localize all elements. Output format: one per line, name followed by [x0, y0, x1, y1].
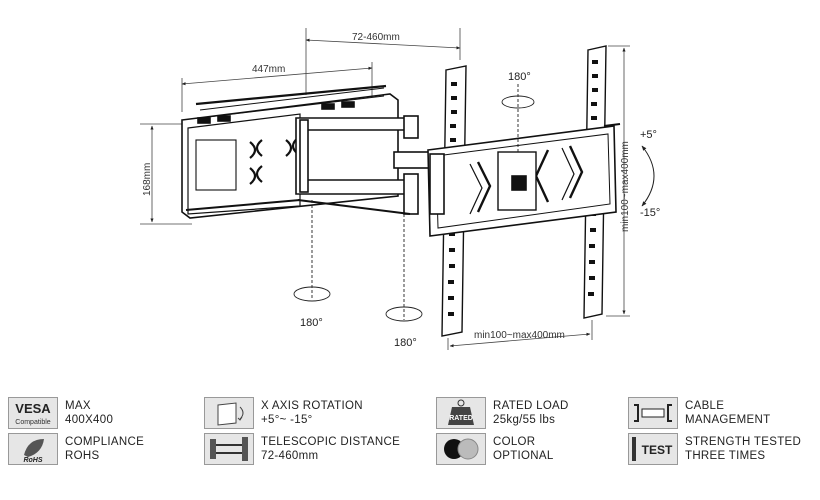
top-swivel-indicator [501, 84, 535, 152]
feature-telescopic-line1: TELESCOPIC DISTANCE [261, 436, 401, 448]
bracket-plate [427, 123, 621, 237]
tilt-down-label: -15° [640, 207, 660, 219]
rotation-icon [204, 397, 254, 429]
color-icon [436, 433, 486, 465]
feature-test: TEST STRENGTH TESTED THREE TIMES [628, 432, 801, 466]
wall-swivel-indicator [293, 200, 331, 302]
feature-test-line1: STRENGTH TESTED [685, 436, 802, 448]
feature-vesa: VESA Compatible MAX 400X400 [8, 396, 113, 430]
feature-rated-load-line2: 25kg/55 lbs [493, 414, 556, 426]
tilt-up-label: +5° [640, 129, 657, 141]
feature-test-line2: THREE TIMES [685, 450, 766, 462]
arm-swivel-label: 180° [394, 337, 417, 349]
feature-cable-management: CABLE MANAGEMENT [628, 396, 770, 430]
rated-load-icon: RATED [436, 397, 486, 429]
feature-cable-line1: CABLE [685, 400, 725, 412]
dimension-vesa-vertical-label: min100~max400mm [620, 141, 631, 232]
feature-color-line2: OPTIONAL [493, 450, 554, 462]
feature-color: COLOR OPTIONAL [436, 432, 554, 466]
dimension-vesa-vertical [606, 45, 630, 317]
feature-rohs-line1: COMPLIANCE [65, 436, 145, 448]
feature-cable-line2: MANAGEMENT [685, 414, 771, 426]
test-icon-title: TEST [642, 443, 673, 457]
rohs-icon: RoHS [8, 433, 58, 465]
cable-management-icon [628, 397, 678, 429]
wall-plate [181, 84, 399, 219]
feature-rohs-line2: ROHS [65, 450, 100, 462]
dimension-height-label: 168mm [142, 163, 153, 196]
telescopic-icon [204, 433, 254, 465]
feature-vesa-line2: 400X400 [65, 414, 114, 426]
dimension-telescopic-label: 72-460mm [352, 32, 400, 43]
feature-rotation-line1: X AXIS ROTATION [261, 400, 363, 412]
dimension-vesa-horizontal [447, 320, 593, 350]
mount-diagram: 72-460mm 447mm 168mm [140, 28, 660, 350]
feature-rated-load-line1: RATED LOAD [493, 400, 569, 412]
vesa-icon: VESA Compatible [8, 397, 58, 429]
feature-rated-load: RATED RATED LOAD 25kg/55 lbs [436, 396, 569, 430]
feature-legend: VESA Compatible MAX 400X400 X AXIS ROTAT… [0, 392, 820, 500]
test-icon: TEST [628, 433, 678, 465]
rohs-icon-title: RoHS [23, 457, 42, 464]
wall-swivel-label: 180° [300, 317, 323, 329]
arm-swivel-indicator [385, 214, 423, 322]
vesa-icon-sub: Compatible [15, 419, 51, 426]
feature-color-line1: COLOR [493, 436, 536, 448]
feature-rohs: RoHS COMPLIANCE ROHS [8, 432, 144, 466]
feature-telescopic-line2: 72-460mm [261, 450, 319, 462]
feature-rotation-line2: +5°~ -15° [261, 414, 313, 426]
feature-rotation: X AXIS ROTATION +5°~ -15° [204, 396, 363, 430]
rated-load-icon-title: RATED [449, 415, 473, 422]
dimension-depth [181, 62, 373, 112]
top-swivel-label: 180° [508, 71, 531, 83]
dimension-depth-label: 447mm [252, 64, 285, 75]
vesa-icon-title: VESA [15, 401, 51, 416]
feature-vesa-line1: MAX [65, 400, 91, 412]
swing-arm [295, 115, 435, 215]
feature-telescopic: TELESCOPIC DISTANCE 72-460mm [204, 432, 400, 466]
tilt-arrow [641, 145, 655, 207]
dimension-vesa-horizontal-label: min100~max400mm [474, 330, 565, 341]
